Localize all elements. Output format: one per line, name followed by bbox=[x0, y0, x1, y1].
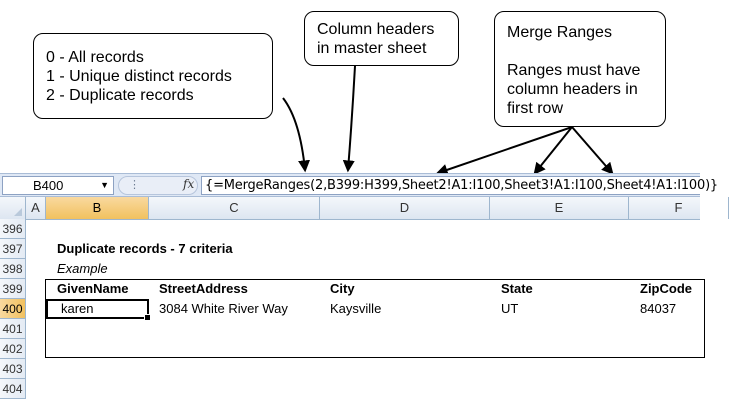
cell-city[interactable]: Kaysville bbox=[330, 301, 382, 316]
name-box-value: B400 bbox=[33, 178, 64, 193]
cell-given-name[interactable]: karen bbox=[61, 301, 94, 316]
row-header-404[interactable]: 404 bbox=[0, 379, 26, 399]
arrow-merge-to-range2 bbox=[533, 126, 573, 175]
row-header-403[interactable]: 403 bbox=[0, 359, 26, 379]
callout-merge-title: Merge Ranges bbox=[507, 24, 612, 41]
formula-resize-icon[interactable]: ⋮ bbox=[129, 179, 140, 191]
name-box-dropdown-icon[interactable]: ▼ bbox=[100, 180, 109, 190]
callout-headers-line-0: Column headers bbox=[317, 21, 435, 38]
callout-mode-line-2: 2 - Duplicate records bbox=[46, 87, 194, 104]
column-header-a[interactable]: A bbox=[26, 197, 46, 219]
row-header-396[interactable]: 396 bbox=[0, 219, 26, 239]
row-header-397[interactable]: 397 bbox=[0, 239, 26, 259]
callout-headers-line-1: in master sheet bbox=[317, 40, 427, 57]
callout-mode-line-0: 0 - All records bbox=[46, 49, 144, 66]
row-header-401[interactable]: 401 bbox=[0, 319, 26, 339]
active-cell-b400[interactable] bbox=[46, 299, 151, 321]
cell-state[interactable]: UT bbox=[501, 301, 519, 316]
header-state[interactable]: State bbox=[501, 281, 533, 296]
row-header-400[interactable]: 400 bbox=[0, 299, 26, 319]
row-header-398[interactable]: 398 bbox=[0, 259, 26, 279]
arrow-headers-to-arg2 bbox=[342, 65, 356, 173]
formula-controls: ⋮ fx bbox=[118, 176, 198, 195]
formula-input[interactable]: {=MergeRanges(2,B399:H399,Sheet2!A1:I100… bbox=[201, 176, 718, 195]
callout-column-headers: Column headers in master sheet bbox=[304, 11, 459, 66]
arrow-merge-to-range3 bbox=[571, 126, 614, 175]
column-header-c[interactable]: C bbox=[149, 197, 320, 219]
header-street-address[interactable]: StreetAddress bbox=[159, 281, 248, 296]
callout-merge-ranges: Merge Ranges Ranges must have column hea… bbox=[494, 11, 666, 127]
callout-merge-line-0: Ranges must have bbox=[507, 62, 641, 79]
formula-bar: B400 ▼ ⋮ fx {=MergeRanges(2,B399:H399,Sh… bbox=[0, 173, 718, 197]
insert-function-icon[interactable]: fx bbox=[183, 177, 195, 191]
column-header-f[interactable]: F bbox=[629, 197, 729, 219]
result-table-border bbox=[45, 279, 705, 358]
row-header-402[interactable]: 402 bbox=[0, 339, 26, 359]
column-header-d[interactable]: D bbox=[320, 197, 490, 219]
select-all-button[interactable] bbox=[0, 197, 26, 219]
column-header-b[interactable]: B bbox=[46, 197, 149, 219]
row-header-399[interactable]: 399 bbox=[0, 279, 26, 299]
callout-merge-line-2: first row bbox=[507, 100, 563, 117]
header-given-name[interactable]: GivenName bbox=[57, 281, 129, 296]
column-header-row: A B C D E F bbox=[0, 197, 729, 220]
header-zip-code[interactable]: ZipCode bbox=[640, 281, 692, 296]
cell-street-address[interactable]: 3084 White River Way bbox=[159, 301, 288, 316]
arrow-mode-to-arg1 bbox=[282, 97, 311, 173]
callout-merge-spacer bbox=[507, 42, 653, 61]
header-city[interactable]: City bbox=[330, 281, 355, 296]
name-box[interactable]: B400 ▼ bbox=[2, 176, 114, 195]
arrow-merge-to-range1 bbox=[435, 126, 573, 176]
callout-mode-legend: 0 - All records 1 - Unique distinct reco… bbox=[33, 33, 273, 119]
column-header-e[interactable]: E bbox=[490, 197, 629, 219]
sheet-title: Duplicate records - 7 criteria bbox=[57, 241, 233, 256]
callout-merge-line-1: column headers in bbox=[507, 81, 638, 98]
callout-mode-line-1: 1 - Unique distinct records bbox=[46, 68, 232, 85]
cell-zip-code[interactable]: 84037 bbox=[640, 301, 677, 316]
sheet-subtitle: Example bbox=[57, 261, 108, 276]
